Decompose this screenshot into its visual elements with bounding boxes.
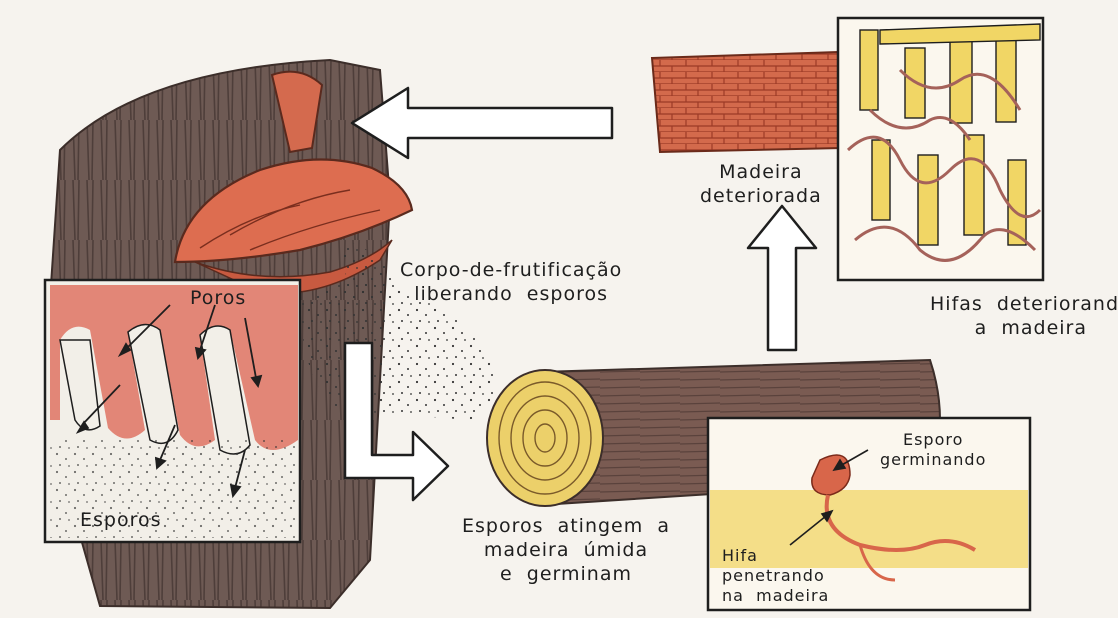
decayed-wood-block [652,52,854,152]
pores-inset [45,280,300,542]
label-poros: Poros [190,286,246,310]
arrow-left-to-fruiting-body [352,88,612,158]
hyphae-inset [838,18,1043,280]
label-madeira-deteriorada: Madeira deteriorada [700,160,822,208]
label-hifas-deteriorando: Hifas deteriorando a madeira [930,292,1118,340]
label-corpo-de-frutificacao: Corpo-de-frutificação liberando esporos [400,258,622,306]
label-esporos: Esporos [80,508,162,532]
label-hifa-penetrando: Hifa penetrando na madeira [722,546,829,606]
arrow-up-to-decayed-wood [748,206,816,350]
label-esporo-germinando: Esporo germinando [880,430,986,470]
label-esporos-atingem: Esporos atingem a madeira úmida e germin… [462,514,670,586]
